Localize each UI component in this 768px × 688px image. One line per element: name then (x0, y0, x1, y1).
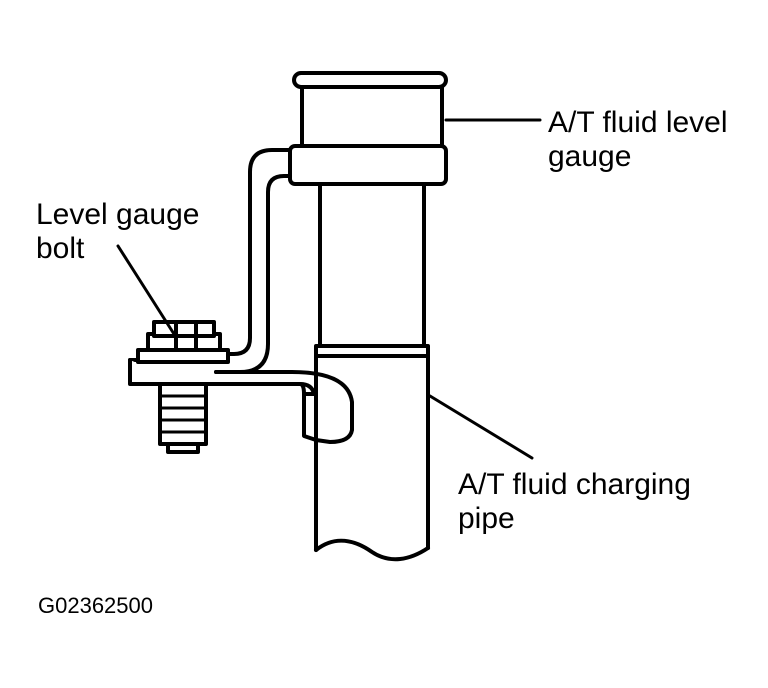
bolt-label-line1: Level gauge (36, 198, 200, 231)
charging-pipe (314, 344, 430, 562)
bolt-shank (158, 382, 208, 454)
pipe-label: A/T fluid charging pipe (458, 468, 691, 536)
bolt-label-line2: bolt (36, 232, 85, 265)
gauge-rod (214, 148, 292, 374)
bolt-leader-line (116, 244, 176, 336)
gauge-cap (288, 71, 448, 186)
gauge-tube (318, 184, 426, 348)
gauge-label-line1: A/T fluid level (548, 106, 728, 139)
pipe-leader-line (428, 394, 534, 460)
bolt-head (136, 320, 230, 364)
gauge-label: A/T fluid level gauge (548, 106, 728, 174)
pipe-label-line2: pipe (458, 502, 515, 535)
pipe-label-line1: A/T fluid charging (458, 468, 691, 501)
leader-lines (116, 118, 542, 460)
gauge-label-line2: gauge (548, 140, 632, 173)
figure-code: G02362500 (38, 593, 153, 618)
bolt-label: Level gauge bolt (36, 198, 199, 266)
